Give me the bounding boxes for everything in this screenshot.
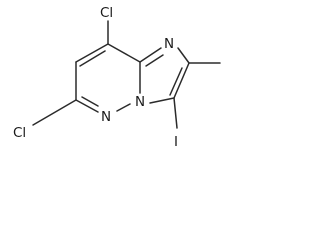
bond-c8a-n1-double: [145, 54, 164, 67]
atom-cl-top: Cl: [100, 5, 113, 21]
bond-c2-c3: [173, 62, 190, 99]
atom-cl-left: Cl: [13, 125, 26, 141]
bond-c8-c7: [75, 43, 109, 63]
bond-c6-cl: [32, 99, 77, 126]
atom-n-pyridazine: N: [101, 109, 111, 125]
bond-c8a-c8: [107, 43, 141, 63]
bond-c3-i: [173, 97, 178, 129]
atom-iodine: I: [174, 134, 178, 150]
bond-c2-c3-double: [169, 67, 183, 96]
atom-n-bridge: N: [135, 94, 145, 110]
bond-c8-c7-double: [79, 50, 106, 67]
bonds: [32, 20, 221, 129]
atom-labels: Cl Cl N N N I: [13, 5, 178, 150]
bond-c6-n5-double: [81, 96, 99, 107]
molecule-structure: Cl Cl N N N I: [13, 5, 221, 150]
bond-n5-n4: [116, 103, 131, 112]
bond-c3-n4: [149, 97, 175, 104]
bond-n1-c2: [177, 47, 190, 64]
atom-n-imidazole: N: [164, 36, 174, 52]
bond-c6-n5: [75, 99, 99, 113]
bond-c8a-n1: [139, 47, 162, 63]
